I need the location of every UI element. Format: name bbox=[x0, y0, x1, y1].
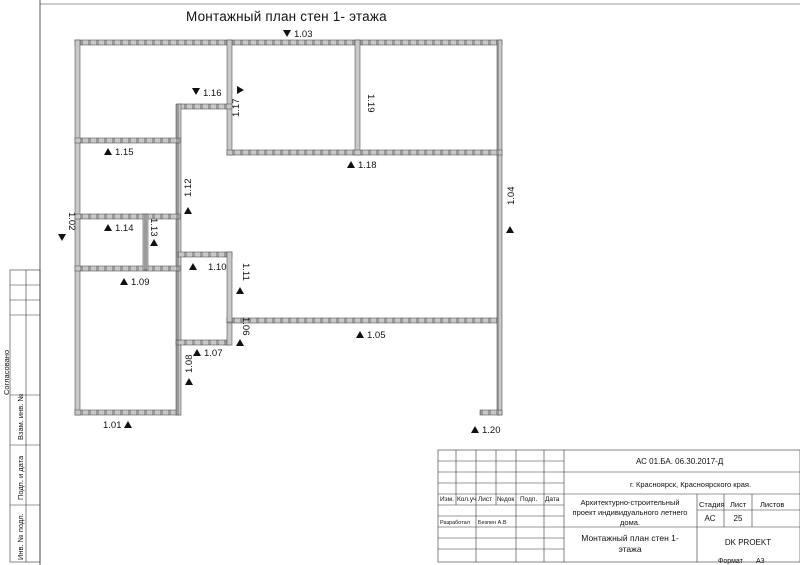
label-1-03: 1.03 bbox=[294, 29, 313, 40]
wall-1-10 bbox=[177, 251, 233, 258]
section-markers bbox=[58, 30, 514, 433]
label-1-20: 1.20 bbox=[482, 425, 501, 436]
tb-drawing-1: Монтажный план стен 1- bbox=[581, 533, 679, 543]
wall-top bbox=[74, 39, 503, 46]
tb-col-list: Лист bbox=[478, 496, 492, 503]
marker-1-05-icon bbox=[356, 331, 364, 338]
wall-1-04 bbox=[496, 39, 503, 416]
wall-1-05 bbox=[226, 317, 500, 324]
marker-1-03-icon bbox=[283, 30, 291, 37]
tb-col-izm: Изм. bbox=[440, 496, 454, 503]
wall-1-16 bbox=[177, 103, 233, 110]
tb-drawing-2: этажа bbox=[618, 544, 641, 554]
label-1-16: 1.16 bbox=[203, 88, 222, 99]
stamp-podp-data: Подп. и дата bbox=[16, 455, 25, 500]
label-1-09: 1.09 bbox=[131, 277, 150, 288]
tb-col-data: Дата bbox=[545, 496, 560, 503]
label-1-04: 1.04 bbox=[506, 187, 517, 206]
marker-1-06-icon bbox=[236, 339, 244, 346]
marker-1-10-icon bbox=[189, 263, 197, 270]
title-block bbox=[437, 449, 800, 563]
tb-location: г. Красноярск, Красноярского края. bbox=[630, 480, 751, 489]
label-1-17: 1.17 bbox=[231, 99, 242, 118]
marker-1-02-icon bbox=[58, 234, 66, 241]
wall-1-14 bbox=[74, 213, 181, 220]
tb-project-3: дома. bbox=[620, 518, 640, 527]
tb-format-label: Формат bbox=[718, 558, 744, 565]
marker-1-17-icon bbox=[237, 86, 244, 94]
tb-project-1: Архитектурно-строительный bbox=[580, 498, 679, 507]
marker-1-15-icon bbox=[104, 148, 112, 155]
marker-1-13-icon bbox=[150, 239, 158, 246]
marker-1-20-icon bbox=[471, 426, 479, 433]
wall-1-20 bbox=[479, 409, 503, 416]
label-1-08: 1.08 bbox=[184, 355, 195, 374]
label-1-06: 1.06 bbox=[240, 317, 251, 336]
tb-company: DK PROEKT bbox=[725, 538, 771, 547]
label-1-18: 1.18 bbox=[358, 160, 377, 171]
marker-1-04-icon bbox=[506, 226, 514, 233]
tb-col-kol: Кол.уч bbox=[457, 496, 477, 503]
marker-1-08-icon bbox=[185, 378, 193, 385]
label-1-05: 1.05 bbox=[367, 330, 386, 341]
label-1-14: 1.14 bbox=[115, 223, 134, 234]
marker-1-12-icon bbox=[184, 207, 192, 214]
tb-col-ndok: №док bbox=[497, 496, 514, 503]
marker-1-07-icon bbox=[193, 349, 201, 356]
label-1-15: 1.15 bbox=[115, 147, 134, 158]
tb-sheet-label: Лист bbox=[730, 500, 747, 509]
marker-1-01-icon bbox=[124, 421, 132, 428]
label-1-07: 1.07 bbox=[204, 348, 223, 359]
walls bbox=[74, 39, 503, 416]
stamp-vzam: Взам. инв. № bbox=[16, 394, 25, 440]
label-1-12: 1.12 bbox=[183, 179, 194, 198]
wall-1-07 bbox=[175, 339, 232, 346]
tb-format: А3 bbox=[756, 558, 765, 565]
tb-developed: Разработал bbox=[440, 520, 470, 526]
tb-col-podp: Подп. bbox=[520, 496, 537, 503]
label-1-01: 1.01 bbox=[103, 420, 122, 431]
label-1-19: 1.19 bbox=[365, 94, 376, 113]
tb-sheet: 25 bbox=[734, 514, 743, 523]
tb-project-2: проект индивидуального летнего bbox=[573, 508, 688, 517]
tb-code: АС 01.БА. 06.30.2017-Д bbox=[636, 457, 724, 466]
wall-1-11 bbox=[226, 251, 233, 323]
tb-developer: Безпен А.В bbox=[478, 520, 507, 526]
label-1-11: 1.11 bbox=[240, 263, 251, 281]
wall-1-09 bbox=[74, 265, 181, 272]
side-stamp bbox=[9, 269, 41, 563]
wall-bottom-left bbox=[74, 409, 181, 416]
page-title: Монтажный план стен 1- этажа bbox=[186, 9, 387, 24]
label-1-02: 1.02 bbox=[66, 212, 77, 231]
stamp-inv-podl: Инв. № подл. bbox=[16, 513, 25, 560]
label-1-10: 1.10 bbox=[208, 262, 227, 273]
marker-1-14-icon bbox=[104, 224, 112, 231]
wall-1-13 bbox=[142, 213, 149, 271]
marker-1-18-icon bbox=[347, 161, 355, 168]
wall-1-17 bbox=[226, 39, 233, 156]
label-1-13: 1.13 bbox=[148, 218, 159, 237]
wall-1-08 bbox=[175, 339, 182, 416]
wall-1-15 bbox=[74, 137, 181, 144]
tb-stage: АС bbox=[705, 514, 716, 523]
marker-1-11-icon bbox=[236, 287, 244, 294]
wall-1-18 bbox=[226, 149, 503, 156]
marker-1-09-icon bbox=[120, 278, 128, 285]
wall-1-12 bbox=[175, 103, 182, 341]
stamp-agreed: Согласовано bbox=[2, 350, 11, 395]
wall-1-19 bbox=[354, 39, 361, 156]
marker-1-16-icon bbox=[192, 88, 200, 95]
tb-sheets-label: Листов bbox=[760, 500, 784, 509]
tb-stage-label: Стадия bbox=[699, 500, 725, 509]
